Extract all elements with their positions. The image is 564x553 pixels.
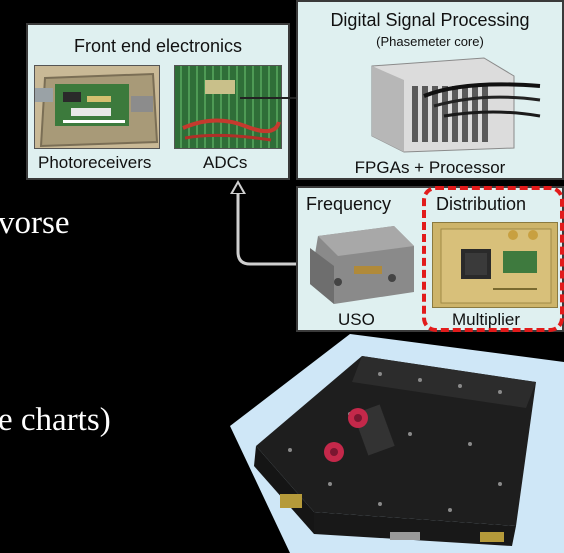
dsp-panel: Digital Signal Processing (Phasemeter co…	[296, 0, 564, 180]
front-end-title: Front end electronics	[73, 36, 243, 56]
multiplier-highlight-box	[422, 186, 564, 332]
dsp-title: Digital Signal Processing	[330, 10, 530, 30]
front-end-electronics-panel: Front end electronics	[26, 23, 290, 180]
background-text-line2: e charts)	[0, 402, 111, 438]
photoreceivers-label: Photoreceivers	[38, 153, 152, 172]
multiplier-label: Multiplier	[452, 310, 521, 329]
clock-feedback-arrow	[230, 180, 302, 266]
uso-photo	[304, 222, 418, 308]
distribution-title: Distribution	[436, 194, 527, 214]
multiplier-photo	[432, 222, 558, 308]
frequency-distribution-panel: Frequency Distribution USO Multiplier	[296, 186, 564, 332]
fpga-chassis-photo	[364, 56, 542, 154]
background-text-line1: vorse	[0, 205, 70, 241]
photoreceiver-photo	[34, 65, 160, 149]
adcs-label: ADCs	[203, 153, 248, 172]
uso-label: USO	[338, 310, 375, 329]
fpga-processor-label: FPGAs + Processor	[354, 158, 506, 177]
adc-photo	[174, 65, 282, 149]
frequency-title: Frequency	[306, 194, 392, 214]
dsp-subtitle: (Phasemeter core)	[376, 34, 484, 49]
hardware-unit-photo	[230, 334, 564, 553]
